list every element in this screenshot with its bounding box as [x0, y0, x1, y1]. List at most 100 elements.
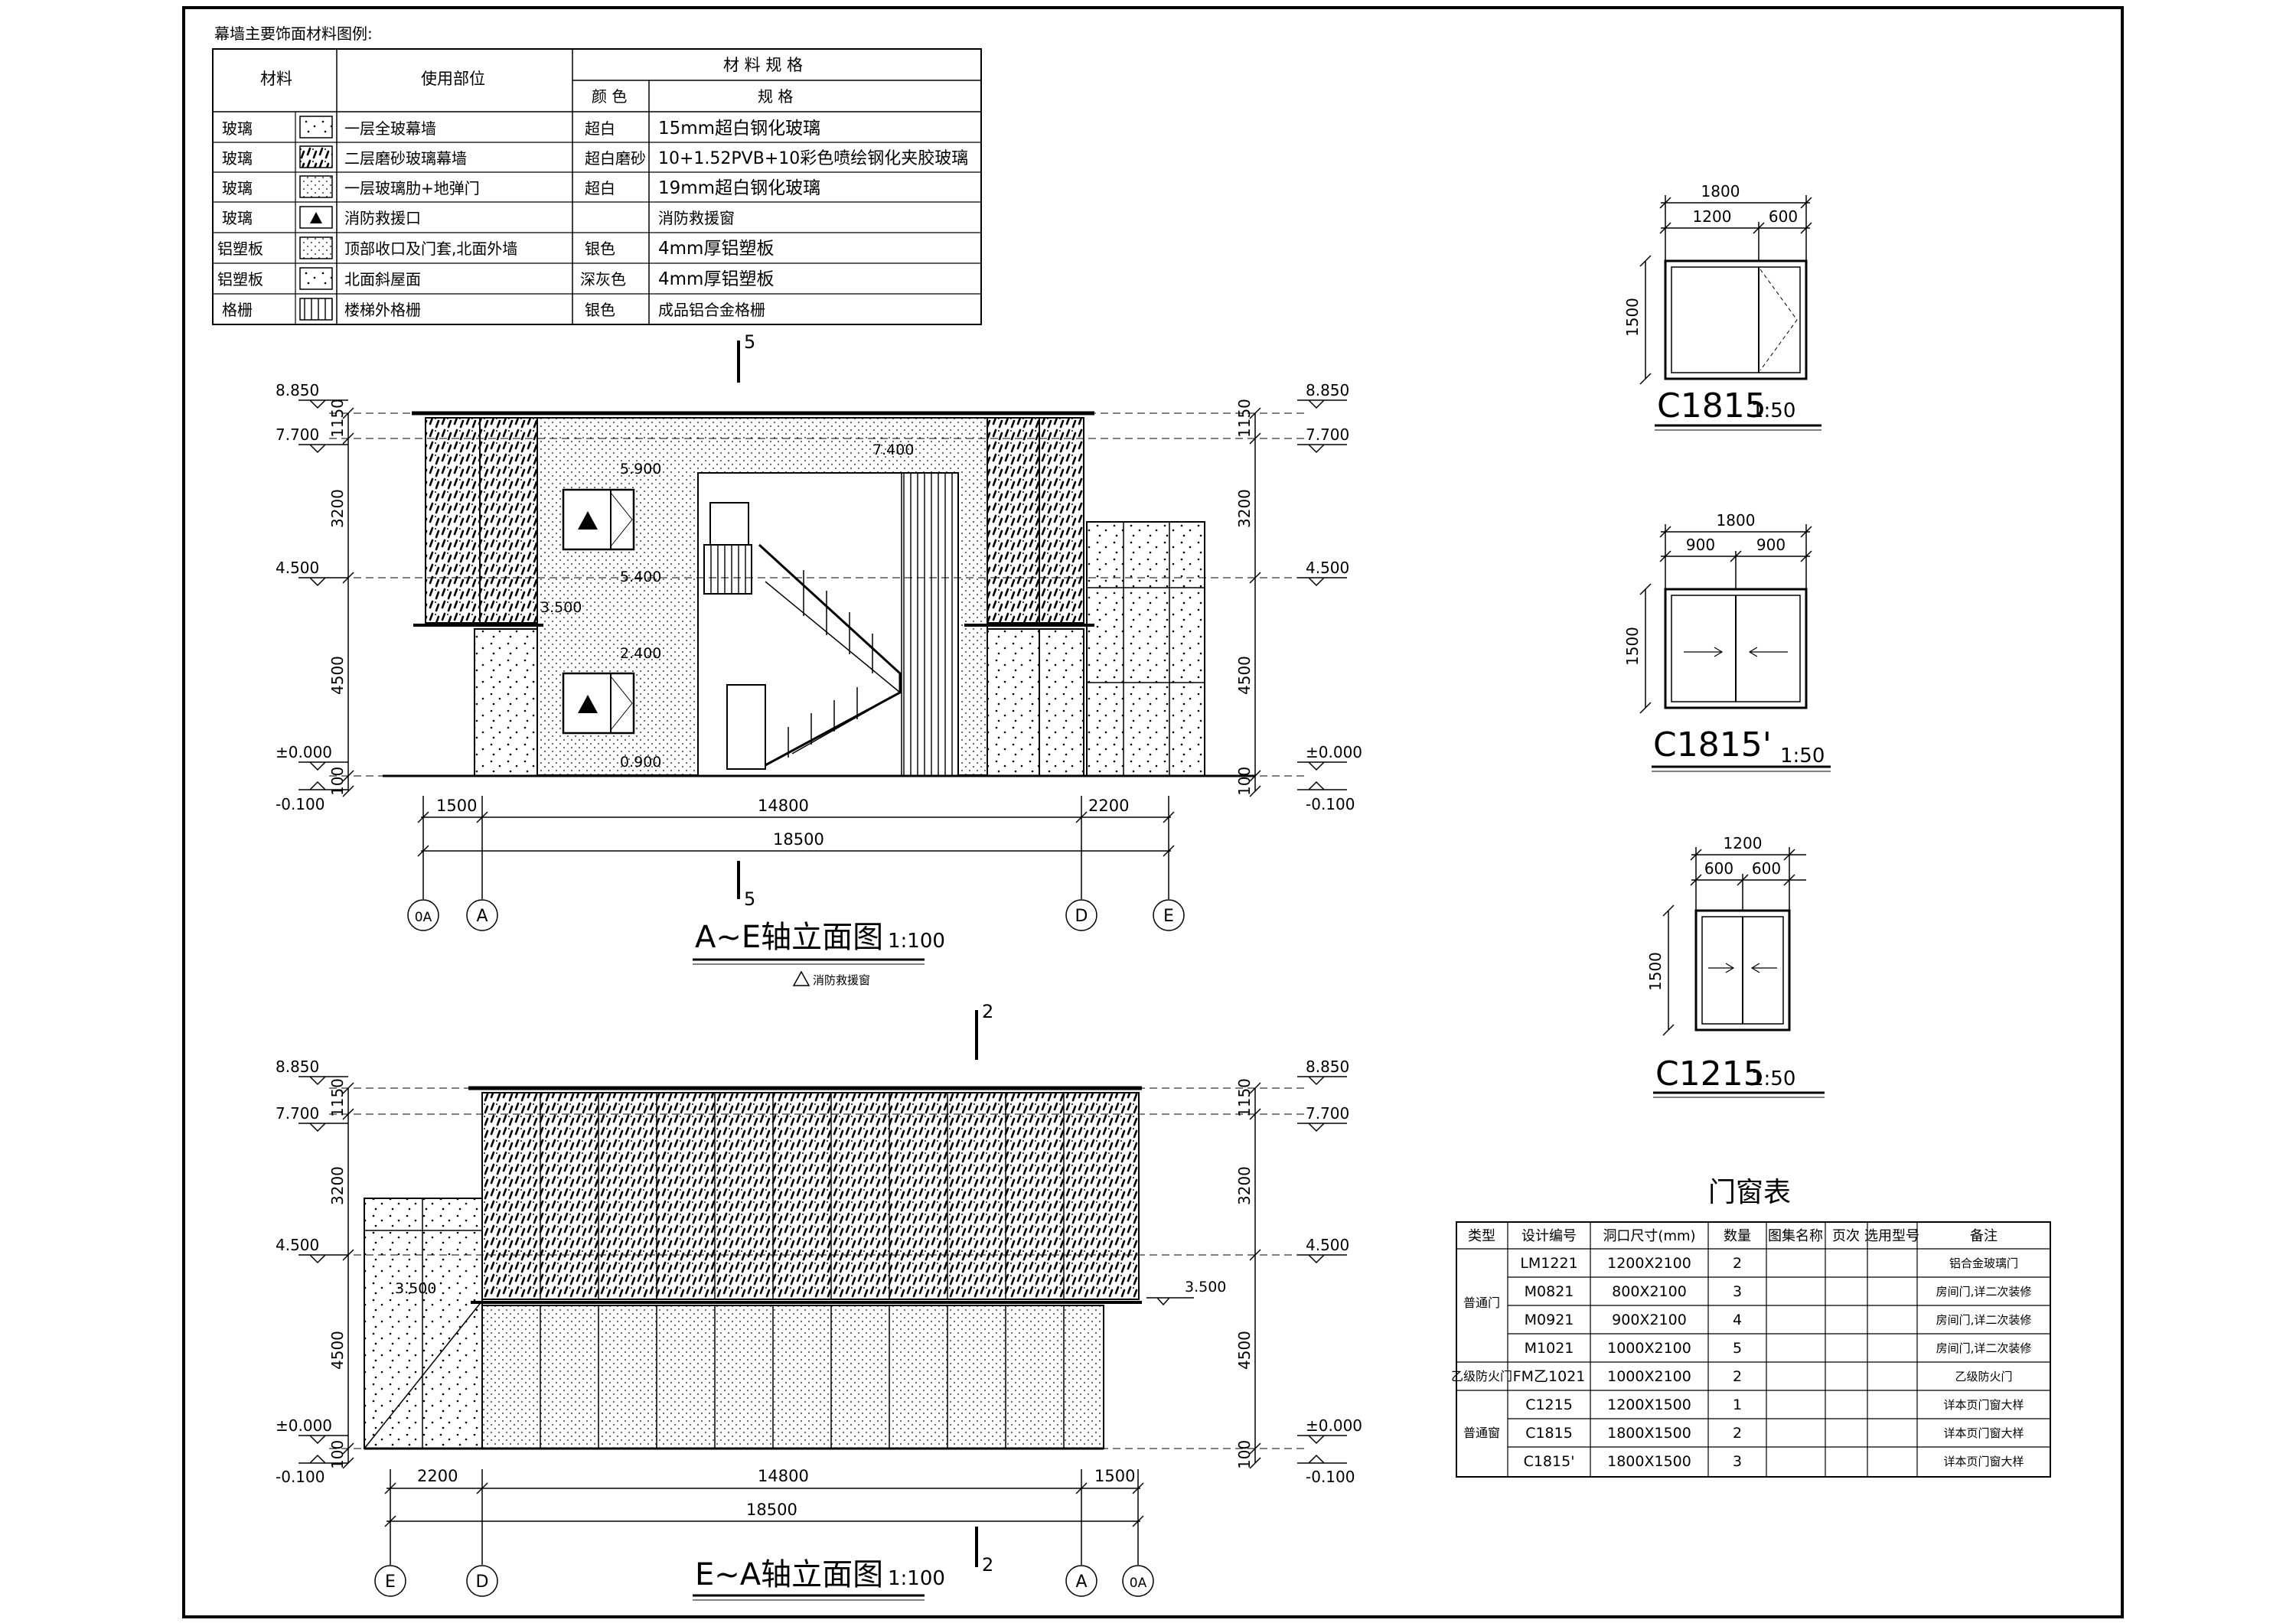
- schedule-size: 1800X1500: [1607, 1425, 1691, 1442]
- schedule-code: FM乙1021: [1513, 1368, 1586, 1385]
- legend-row-location: 消防救援口: [344, 209, 421, 227]
- rescue-window-lower: [562, 672, 635, 735]
- legend-header-spec: 规 格: [758, 87, 793, 106]
- schedule-note: 详本页门窗大样: [1943, 1398, 2024, 1412]
- schedule-size: 1000X2100: [1607, 1368, 1691, 1385]
- legend-row-location: 二层磨砂玻璃幕墙: [344, 149, 467, 168]
- vdim-label: 3200: [328, 1166, 347, 1205]
- section-mark-top: 2: [982, 1001, 993, 1022]
- window-total-dim: 1200: [1724, 834, 1763, 852]
- schedule-size: 1200X1500: [1607, 1396, 1691, 1413]
- elevation-e-a: 2 2 3.500 3.500: [276, 1001, 1362, 1601]
- vdim-label: 1150: [328, 1078, 347, 1117]
- legend-title: 幕墙主要饰面材料图例:: [214, 24, 373, 43]
- schedule-code: C1815: [1525, 1425, 1573, 1442]
- elevation-scale: 1:100: [888, 1567, 945, 1590]
- vdim-label: 100: [328, 767, 347, 796]
- legend-row-spec: 消防救援窗: [658, 209, 735, 227]
- inner-level: 0.900: [620, 754, 661, 771]
- schedule-note: 详本页门窗大样: [1943, 1426, 2024, 1440]
- window-part-dim: 600: [1769, 207, 1798, 226]
- vdim-label: 1150: [1235, 399, 1254, 438]
- schedule-type: 普通门: [1463, 1295, 1500, 1310]
- legend-row-spec: 15mm超白钢化玻璃: [658, 119, 820, 139]
- axis-label: E: [1163, 907, 1174, 926]
- inner-level: 3.500: [395, 1280, 436, 1297]
- legend-row-material: 铝塑板: [217, 270, 263, 288]
- schedule-qty: 1: [1733, 1396, 1742, 1413]
- elevation-a-e: 5 5: [276, 331, 1362, 987]
- schedule-code: LM1221: [1520, 1255, 1577, 1272]
- swatch-clear-glass: [299, 116, 333, 139]
- axis-label: D: [476, 1572, 489, 1592]
- legend-row-material: 铝塑板: [217, 240, 263, 258]
- legend-header-color: 颜 色: [592, 87, 627, 106]
- hdim-label: 2200: [417, 1467, 458, 1485]
- legend-row-material: 玻璃: [222, 119, 253, 138]
- level-label: 4.500: [1306, 1236, 1349, 1254]
- window-scale: 1:50: [1780, 745, 1825, 768]
- level-marks-left: 8.850 7.700 4.500 ±0.000 -0.100: [276, 381, 348, 813]
- legend-row-color: 深灰色: [580, 270, 626, 288]
- hdim-label: 2200: [1088, 797, 1129, 815]
- legend-row-material: 玻璃: [222, 209, 253, 227]
- legend-row-material: 玻璃: [222, 149, 253, 168]
- legend-note: 消防救援窗: [813, 973, 870, 987]
- clear-glass-left: [474, 628, 538, 777]
- legend-row-spec: 10+1.52PVB+10彩色喷绘钢化夹胶玻璃: [658, 149, 968, 168]
- schedule-header: 图集名称: [1768, 1228, 1823, 1244]
- level-label: 7.700: [276, 1104, 319, 1123]
- axis-label: E: [385, 1572, 396, 1592]
- level-label: 8.850: [276, 1058, 319, 1076]
- legend-row-color: 银色: [585, 240, 615, 258]
- schedule-size: 800X2100: [1612, 1283, 1687, 1300]
- vdim-label: 4500: [328, 656, 347, 695]
- vdim-label: 4500: [1235, 656, 1254, 695]
- window-scale: 1:50: [1751, 1067, 1795, 1090]
- section-mark-bottom: 5: [744, 888, 755, 910]
- level-label: ±0.000: [1306, 1416, 1362, 1435]
- vdim-label: 4500: [1235, 1331, 1254, 1370]
- window-name: C1215: [1655, 1054, 1765, 1093]
- schedule-qty: 2: [1733, 1255, 1742, 1272]
- level-label: 8.850: [276, 381, 319, 399]
- window-part-dim: 1200: [1693, 207, 1732, 226]
- axis-label: 0A: [1130, 1576, 1147, 1591]
- slide-arrow-icon: [1708, 963, 1735, 973]
- slide-arrow-icon: [1684, 647, 1724, 657]
- schedule-qty: 5: [1733, 1340, 1742, 1357]
- legend-row-spec: 4mm厚铝塑板: [658, 239, 774, 259]
- window-name: C1815: [1657, 386, 1766, 425]
- window-height-dim: 1500: [1646, 952, 1665, 991]
- schedule-header: 备注: [1970, 1228, 1998, 1244]
- schedule-code: M0821: [1525, 1283, 1574, 1300]
- axis-label: A: [1075, 1572, 1087, 1592]
- level-label: -0.100: [276, 1468, 325, 1486]
- schedule-note: 房间门,详二次装修: [1936, 1313, 2032, 1327]
- level-label: -0.100: [1306, 795, 1355, 813]
- schedule-qty: 4: [1733, 1312, 1742, 1328]
- schedule-note: 房间门,详二次装修: [1936, 1285, 2032, 1299]
- annex-glass: [1086, 521, 1205, 777]
- level-label: ±0.000: [276, 1416, 332, 1435]
- hdim-label: 1500: [1094, 1467, 1135, 1485]
- window-total-dim: 1800: [1701, 182, 1740, 200]
- window-height-dim: 1500: [1623, 298, 1642, 337]
- level-label: 4.500: [276, 1236, 319, 1254]
- schedule-size: 1800X1500: [1607, 1453, 1691, 1470]
- level-label: 8.850: [1306, 1058, 1349, 1076]
- level-marks-right: 8.850 7.700 4.500 ±0.000 -0.100: [1297, 1058, 1362, 1486]
- swatch-aluminum-panel: [299, 236, 333, 259]
- schedule-code: M0921: [1525, 1312, 1574, 1328]
- window-part-dim: 900: [1756, 536, 1786, 554]
- vdim-label: 100: [1235, 767, 1254, 796]
- legend-row-location: 一层玻璃肋+地弹门: [344, 179, 480, 197]
- schedule-qty: 3: [1733, 1453, 1742, 1470]
- rescue-triangle-icon: [578, 511, 598, 530]
- slide-arrow-icon: [1750, 963, 1777, 973]
- elevation-title: A~E轴立面图: [695, 920, 883, 955]
- legend-row-material: 格栅: [222, 301, 253, 319]
- axis-label: A: [476, 907, 488, 926]
- window-detail-c1815-prime: 1800 900 900 1500 C1815' 1:50: [1623, 511, 1831, 772]
